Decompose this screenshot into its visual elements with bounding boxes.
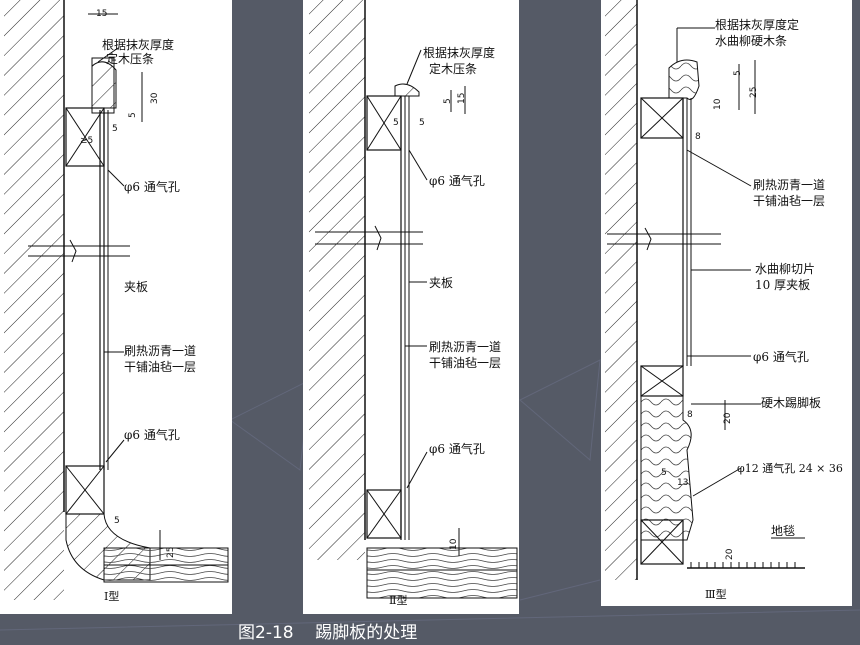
panel-3-drawing [605, 0, 805, 580]
panel-type-1: 根据抹灰厚度 定木压条 φ6 通气孔 夹板 刷热沥青一道 干铺油毡一层 φ6 通… [0, 0, 232, 614]
panel-3-label-vent-bottom: φ12 通气孔 24 × 36 [737, 462, 843, 475]
panel-type-2: 根据抹灰厚度 定木压条 φ6 通气孔 夹板 刷热沥青一道 干铺油毡一层 φ6 通… [303, 0, 519, 614]
panel-1-label-plaster-1: 根据抹灰厚度 [102, 38, 175, 52]
panel-1-drawing [4, 0, 229, 600]
panel-3-dim-5b: 5 [661, 468, 667, 478]
panel-3-label-hardwood-1: 根据抹灰厚度定 [715, 18, 800, 32]
panel-3-label-asphalt-2: 干铺油毡一层 [753, 194, 826, 208]
panel-2-label-asphalt-1: 刷热沥青一道 [429, 340, 502, 354]
panel-1-label-asphalt-1: 刷热沥青一道 [124, 344, 197, 358]
panel-2-dim-5r: 5 [419, 118, 425, 128]
panel-1-dim-ge5: ≥5 [80, 136, 94, 146]
panel-3-dim-20a: 20 [723, 412, 733, 424]
panel-3-label-asphalt-1: 刷热沥青一道 [753, 178, 826, 192]
panel-3-dim-8b: 8 [687, 410, 693, 420]
panel-1-label-plaster-2: 定木压条 [106, 52, 155, 66]
panel-3-label-vent-top: φ6 通气孔 [753, 350, 809, 364]
panel-3-label-veneer-2: 10 厚夹板 [755, 278, 811, 292]
panel-1-dim-25: 25 [166, 546, 176, 558]
panel-type-3: 根据抹灰厚度定 水曲柳硬木条 刷热沥青一道 干铺油毡一层 水曲柳切片 10 厚夹… [601, 0, 852, 606]
panel-1-label-vent-bottom: φ6 通气孔 [124, 428, 180, 442]
panel-3-dim-20b: 20 [725, 548, 735, 560]
panel-2-drawing [309, 0, 518, 599]
panel-2-dim-10: 10 [449, 538, 459, 550]
panel-1-dim-5c: 5 [114, 516, 120, 526]
panel-1-dim-5b: 5 [112, 124, 118, 134]
panel-2-label-vent-top: φ6 通气孔 [429, 174, 485, 188]
panel-1-label-plywood: 夹板 [124, 280, 149, 294]
panel-2-label-plaster-2: 定木压条 [429, 62, 478, 76]
panel-3-dim-5: 5 [733, 70, 743, 76]
panel-2-type-label: Ⅱ型 [389, 594, 408, 607]
panel-3-label-veneer-1: 水曲柳切片 [755, 262, 816, 276]
panel-3-label-skirting: 硬木踢脚板 [761, 396, 822, 410]
panel-1-label-vent-top: φ6 通气孔 [124, 180, 180, 194]
panel-3-dim-8a: 8 [695, 132, 701, 142]
panel-1-dim-15: 15 [96, 9, 108, 19]
panel-2-dim-5: 5 [443, 98, 453, 104]
panel-2-label-asphalt-2: 干铺油毡一层 [429, 356, 502, 370]
panel-2-label-plaster-1: 根据抹灰厚度 [423, 46, 496, 60]
figure-caption: 图2-18 踢脚板的处理 [238, 623, 418, 643]
panel-2-label-vent-bottom: φ6 通气孔 [429, 442, 485, 456]
panel-1-dim-5a: 5 [128, 112, 138, 118]
panel-1-type-label: Ⅰ型 [104, 590, 120, 603]
panel-2-label-plywood: 夹板 [429, 276, 454, 290]
panel-2-dim-5l: 5 [393, 118, 399, 128]
panel-1-dim-30: 30 [150, 92, 160, 104]
panel-1-label-asphalt-2: 干铺油毡一层 [124, 360, 197, 374]
panel-2-dim-15: 15 [457, 92, 467, 104]
panel-3-dim-10: 10 [713, 98, 723, 110]
panel-3-type-label: Ⅲ型 [705, 588, 727, 601]
panel-3-label-hardwood-2: 水曲柳硬木条 [715, 34, 788, 48]
panel-3-dim-13: 13 [677, 478, 689, 488]
panel-3-dim-25: 25 [749, 86, 759, 98]
panel-3-label-carpet: 地毯 [771, 524, 796, 538]
